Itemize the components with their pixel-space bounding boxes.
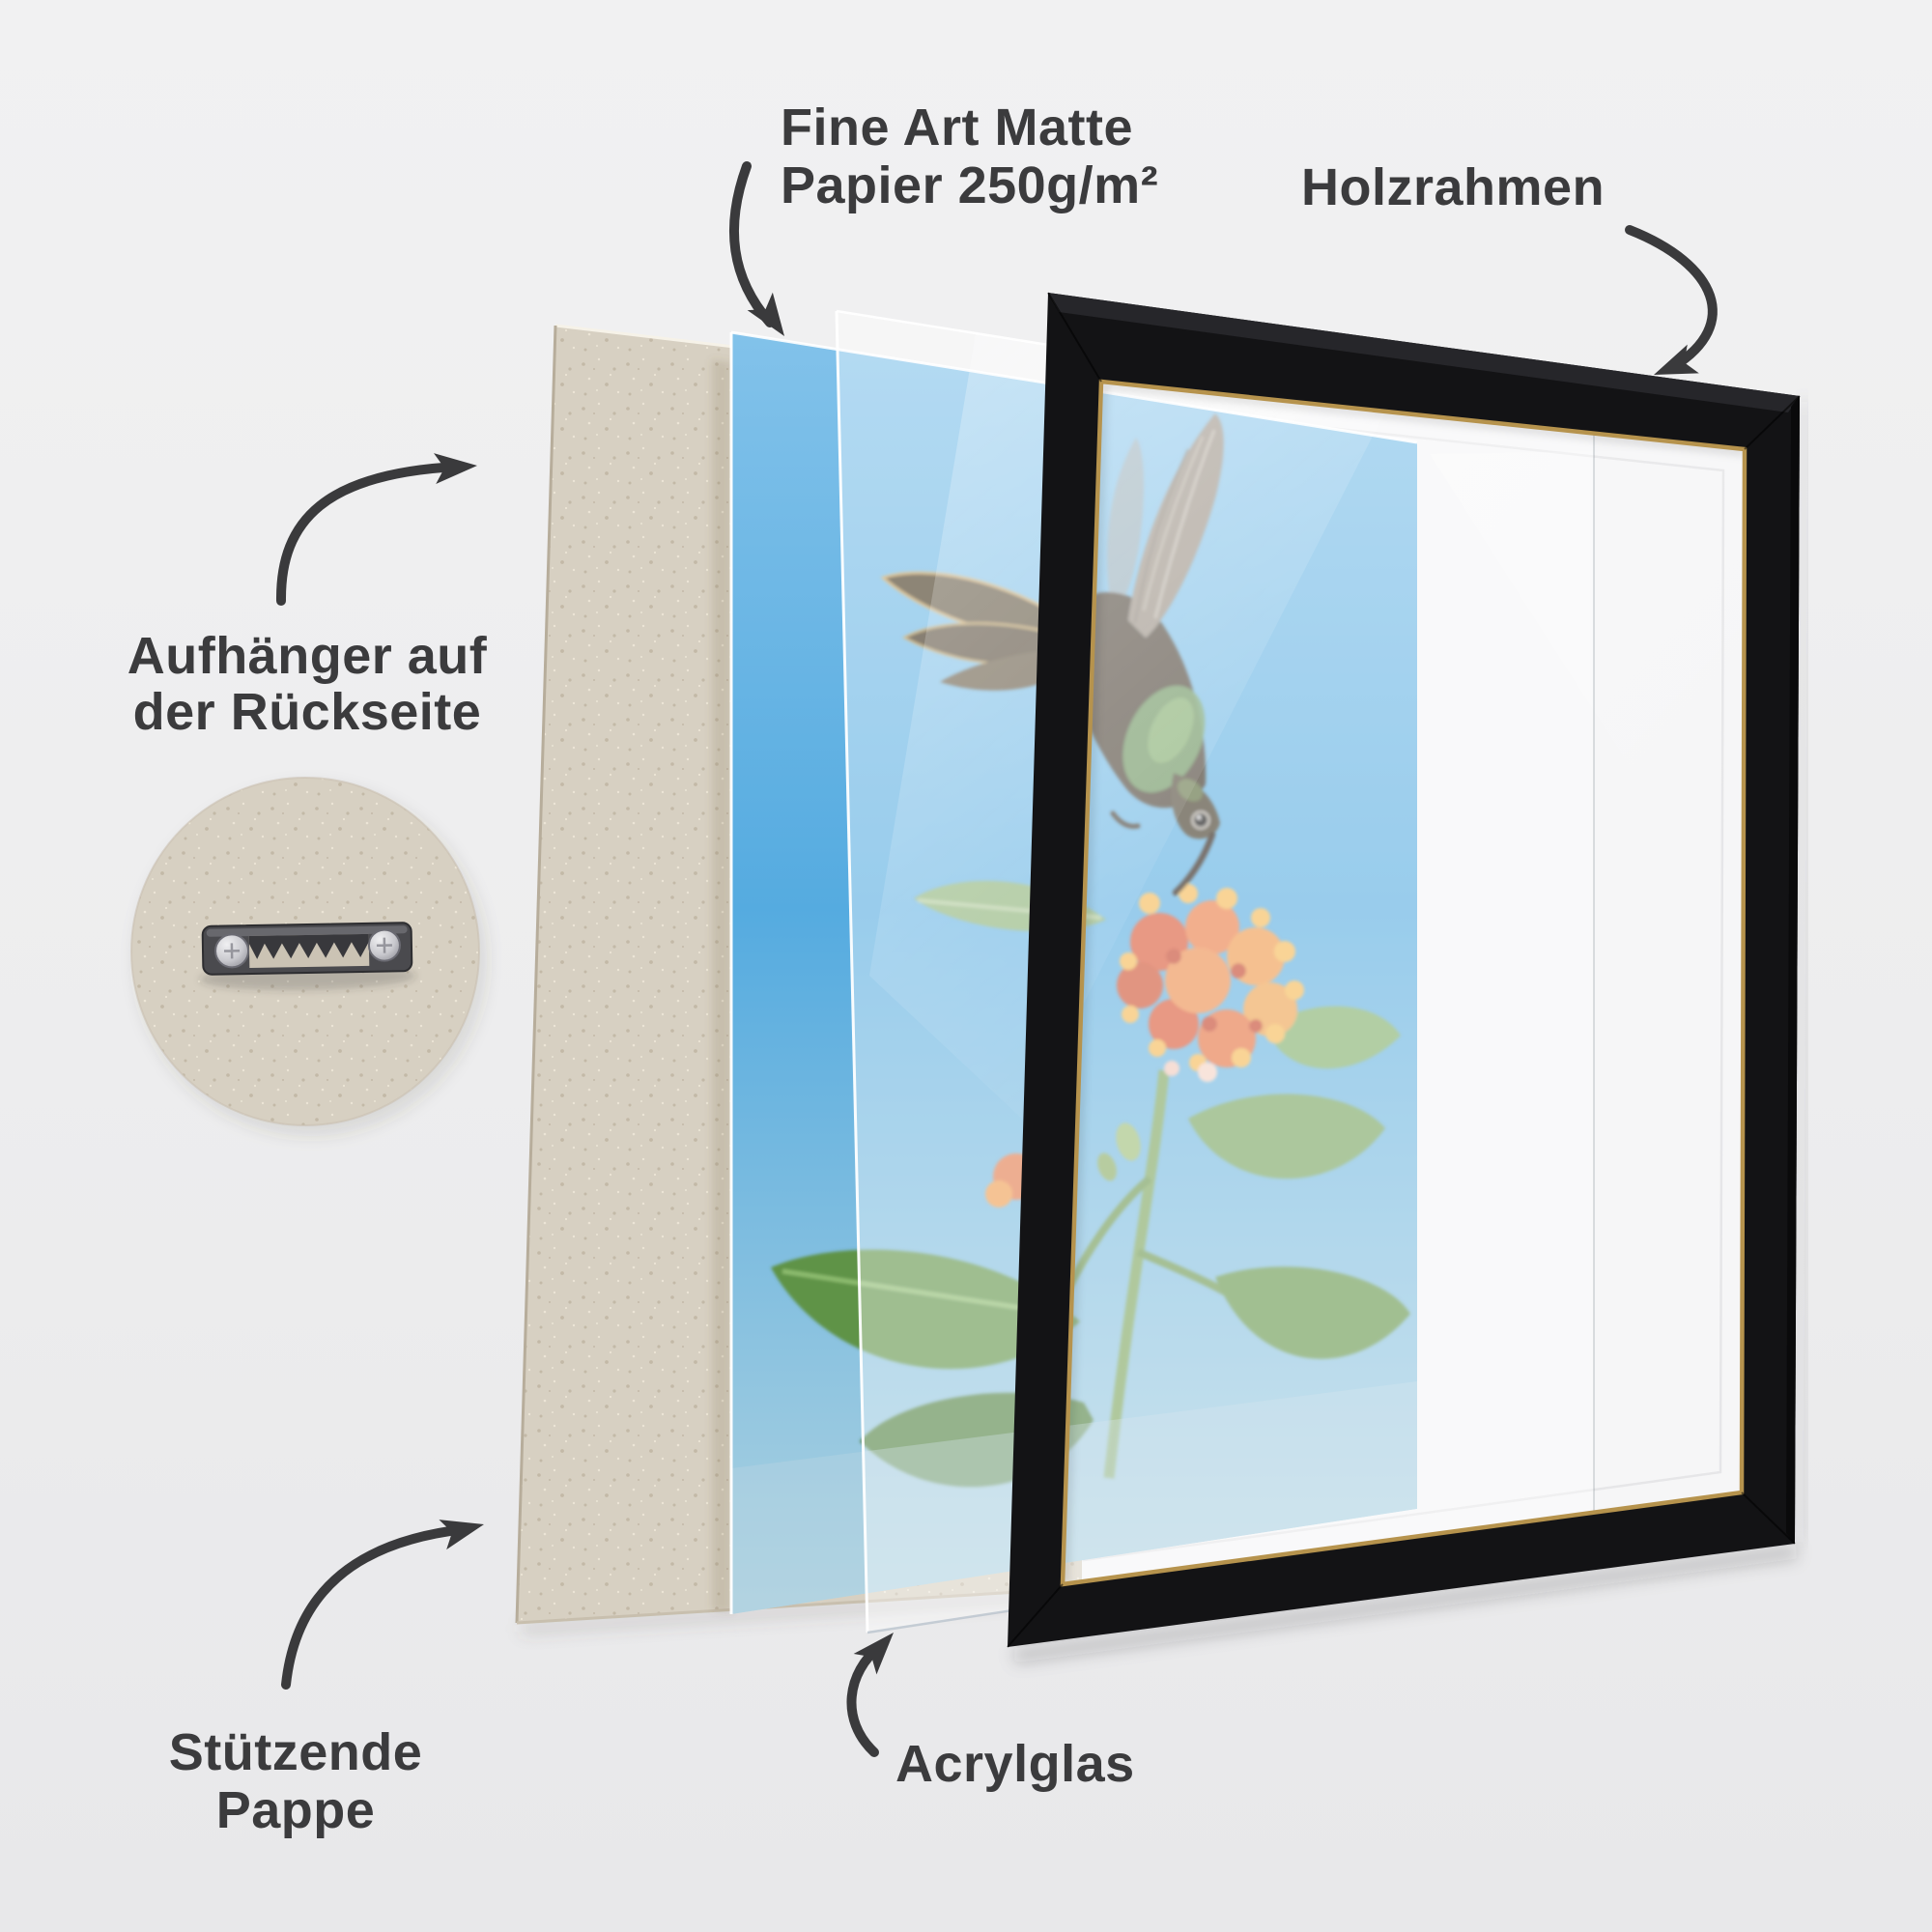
wooden-frame [1007,292,1801,1648]
label-cardboard-line1: Stützende [168,1723,423,1781]
label-wooden-frame: Holzrahmen [1301,158,1605,216]
curved-arrow-hanger-icon [275,453,477,606]
label-fine-art-paper-line1: Fine Art Matte [781,99,1134,156]
annotation-arrows [275,161,1718,1757]
hanger-detail [130,777,480,1126]
label-hanger-line1: Aufhänger auf [127,627,488,685]
acrylic-panel [835,309,1595,1634]
curved-arrow-cardboard-icon [281,1520,484,1690]
flower-cluster [1117,884,1304,1082]
label-cardboard-line2: Pappe [215,1781,376,1839]
curved-arrow-acrylic-icon [846,1633,894,1757]
curved-arrow-frame-icon [1625,225,1718,375]
label-supporting-cardboard: Stützende Pappe [93,1723,498,1839]
label-hanger-line2: der Rückseite [132,683,482,741]
label-fine-art-paper: Fine Art Matte Papier 250g/m² [781,99,1158,214]
label-wooden-frame-text: Holzrahmen [1301,158,1605,216]
label-acrylic-glass: Acrylglas [895,1735,1135,1793]
label-acrylic-text: Acrylglas [895,1735,1135,1793]
label-fine-art-paper-line2: Papier 250g/m² [781,156,1159,214]
sawtooth-hanger-icon [199,922,416,991]
label-hanger-backside: Aufhänger auf der Rückseite [104,628,510,740]
curved-arrow-paper-icon [728,161,784,336]
